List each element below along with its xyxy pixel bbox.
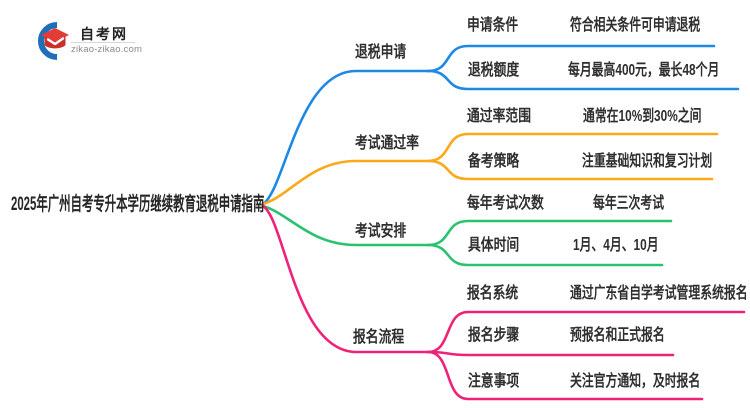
child-reg-system-value: 通过广东省自学考试管理系统报名 bbox=[570, 285, 748, 302]
child-exam-dates-label: 具体时间 bbox=[468, 237, 520, 254]
branch-tax-refund-label: 退税申请 bbox=[355, 44, 407, 61]
child-reg-steps-label: 报名步骤 bbox=[468, 327, 520, 344]
graduation-cap-icon bbox=[38, 22, 69, 60]
child-apply-conditions-value: 符合相关条件可申请退税 bbox=[570, 17, 701, 34]
child-exams-per-year-value: 每年三次考试 bbox=[593, 195, 665, 212]
branch-exam-schedule-lines bbox=[261, 204, 673, 267]
child-prep-strategy-label: 备考策略 bbox=[468, 153, 520, 170]
child-refund-quota-value: 每月最高400元，最长48个月 bbox=[568, 62, 720, 79]
branch-pass-rate-label: 考试通过率 bbox=[355, 135, 420, 152]
child-prep-strategy-value: 注重基础知识和复习计划 bbox=[582, 153, 713, 170]
branch-pass-rate-lines bbox=[261, 132, 719, 206]
child-rate-range-value: 通常在10%到30%之间 bbox=[583, 108, 702, 125]
child-exams-per-year-label: 每年考试次数 bbox=[467, 195, 544, 212]
child-apply-conditions-label: 申请条件 bbox=[467, 17, 519, 34]
branch-exam-schedule-label: 考试安排 bbox=[355, 223, 407, 240]
brand-name: 自考网 bbox=[80, 26, 128, 42]
brand-divider bbox=[71, 42, 135, 43]
brand-domain: zikao-zikao.com bbox=[71, 44, 143, 55]
child-rate-range-label: 通过率范围 bbox=[467, 108, 532, 125]
child-reg-system-label: 报名系统 bbox=[467, 285, 519, 302]
branch-registration-lines bbox=[261, 204, 746, 401]
child-exam-dates-value: 1月、4月、10月 bbox=[573, 237, 659, 254]
site-logo: 自考网 zikao-zikao.com bbox=[28, 20, 178, 60]
child-reg-steps-value: 预报名和正式报名 bbox=[570, 327, 665, 344]
child-refund-quota-label: 退税额度 bbox=[468, 62, 520, 79]
branch-tax-refund-lines bbox=[261, 44, 740, 206]
branch-registration-label: 报名流程 bbox=[353, 329, 405, 346]
root-topic: 2025年广州自考专升本学历继续教育退税申请指南 bbox=[11, 194, 265, 215]
child-reg-notes-label: 注意事项 bbox=[468, 373, 520, 390]
child-reg-notes-value: 关注官方通知，及时报名 bbox=[570, 373, 701, 390]
